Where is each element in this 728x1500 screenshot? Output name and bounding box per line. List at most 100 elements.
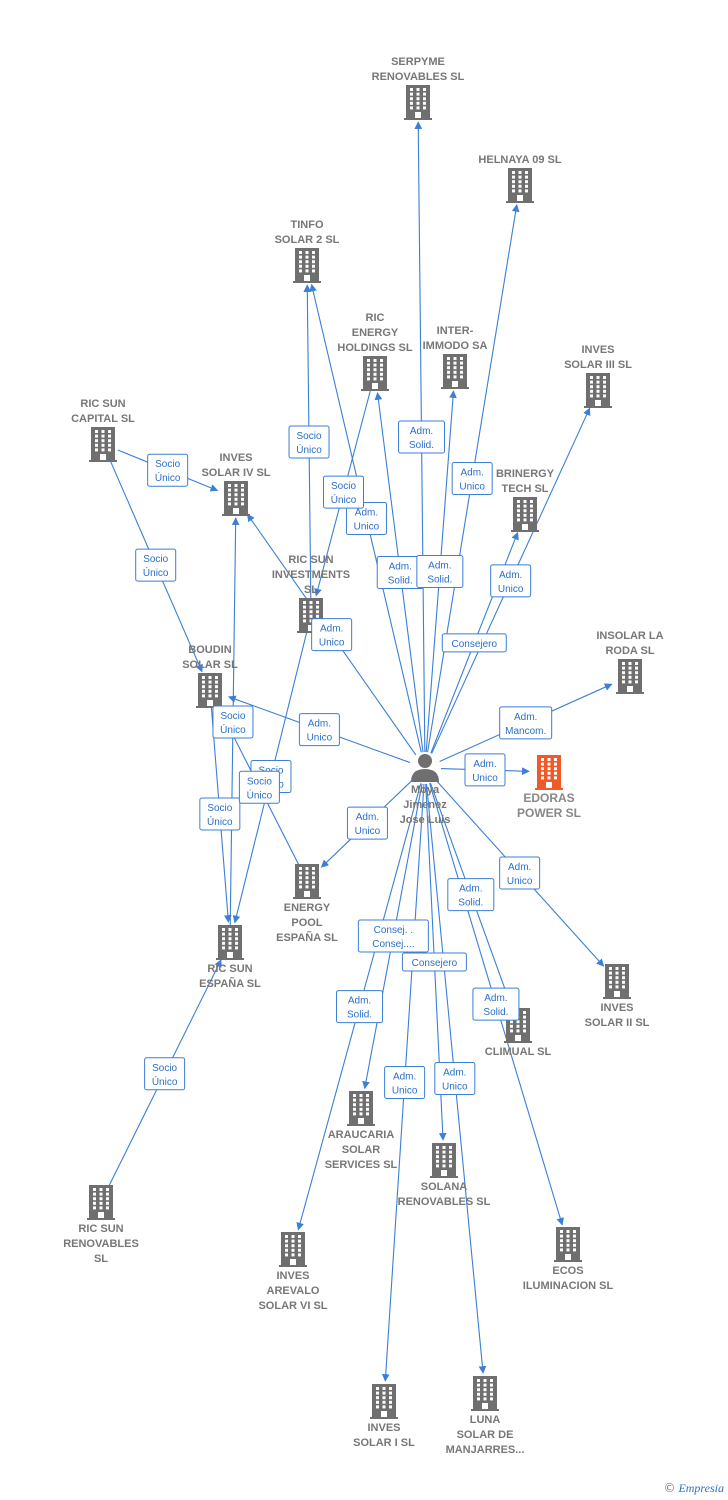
node-label-line: SERPYME — [391, 56, 445, 68]
node-label-line: POWER SL — [517, 806, 581, 820]
building-icon — [87, 1185, 115, 1220]
node-label-line: ESPAÑA SL — [276, 931, 338, 944]
node-label-line: ARAUCARIA — [328, 1129, 395, 1141]
relation-label-text: Unico — [354, 521, 380, 532]
relation-label-consejero[interactable]: Consejero — [441, 633, 507, 653]
relation-label-adm-unico[interactable]: Adm.Unico — [311, 618, 353, 652]
relation-label-adm-mancom[interactable]: Adm.Mancom. — [499, 706, 553, 740]
node-label-line: CAPITAL SL — [71, 413, 135, 425]
node-label-line: SOLAR II SL — [585, 1017, 650, 1029]
building-icon — [506, 168, 534, 203]
relation-label-adm-unico[interactable]: Adm.Unico — [384, 1066, 426, 1100]
relation-label-adm-unico[interactable]: Adm.Unico — [464, 753, 506, 787]
company-node-serpyme[interactable]: SERPYME RENOVABLES SL — [372, 56, 465, 120]
relation-label-text: Unico — [498, 584, 524, 595]
node-label-line: CLIMUAL SL — [485, 1046, 552, 1058]
building-icon — [471, 1376, 499, 1411]
relation-label-adm-solid[interactable]: Adm.Solid. — [472, 987, 520, 1021]
building-icon — [370, 1384, 398, 1419]
relation-label-text: Unico — [442, 1082, 468, 1093]
edges-layer — [107, 121, 613, 1382]
relation-label-text: Único — [152, 1075, 178, 1088]
node-label-line: INVES — [581, 344, 614, 356]
company-node-helnaya[interactable]: HELNAYA 09 SL — [478, 154, 562, 203]
copyright-footer: ©Empresia — [663, 1481, 724, 1496]
relation-label-adm-solid[interactable]: Adm.Solid. — [336, 990, 384, 1024]
relation-label-adm-unico[interactable]: Adm.Unico — [451, 461, 493, 495]
relation-label-text: Unico — [307, 733, 333, 744]
relation-label-adm-unico[interactable]: Adm.Unico — [434, 1062, 476, 1096]
node-label-line: LUNA — [470, 1414, 501, 1426]
relation-label-text: Unico — [355, 826, 381, 837]
relation-label-text: Socio — [220, 711, 245, 722]
node-label-line: AREVALO — [267, 1285, 320, 1297]
relation-label-adm-unico[interactable]: Adm.Unico — [490, 564, 532, 598]
relation-label-text: Adm. — [461, 467, 484, 478]
node-label-line: SOLAR — [342, 1144, 381, 1156]
node-label-line: RENOVABLES SL — [372, 71, 465, 83]
node-label-line: Moya — [411, 784, 440, 796]
node-label-line: HOLDINGS SL — [337, 342, 412, 354]
node-label-line: SOLAR SL — [182, 659, 238, 671]
building-icon — [430, 1143, 458, 1178]
building-icon — [279, 1232, 307, 1267]
relation-label-adm-unico[interactable]: Adm.Unico — [298, 713, 340, 747]
node-label-line: SOLAR IV SL — [201, 467, 270, 479]
relation-label-text: Adm. — [355, 507, 378, 518]
node-label-line: RIC SUN — [288, 554, 333, 566]
relation-label-adm-unico[interactable]: Adm. Unico — [345, 501, 387, 535]
relation-label-consej-consej[interactable]: Consej. .Consej.... — [357, 919, 429, 953]
relation-label-text: Adm. — [348, 996, 371, 1007]
relation-label-text: Unico — [507, 876, 533, 887]
relation-label-adm-solid[interactable]: Adm.Solid. — [398, 420, 446, 454]
brand-logo-text[interactable]: Empresia — [678, 1481, 724, 1495]
relation-label-text: Adm. — [459, 884, 482, 895]
relation-label-adm-solid[interactable]: Adm.Solid. — [416, 554, 464, 588]
relation-label-adm-solid[interactable]: Adm.Solid. — [376, 555, 424, 589]
company-node-intermmodo[interactable]: INTER-IMMODO SA — [423, 325, 488, 389]
relation-label-adm-unico[interactable]: Adm.Unico — [499, 856, 541, 890]
node-label-line: SOLAR I SL — [353, 1437, 415, 1449]
relation-label-adm-solid[interactable]: Adm.Solid. — [447, 878, 495, 912]
node-label-line: MANJARRES... — [446, 1444, 525, 1456]
relation-label-text: Socio — [297, 431, 322, 442]
relation-label-adm-unico[interactable]: Adm.Unico — [346, 806, 388, 840]
relation-label-text: Adm. — [484, 993, 507, 1004]
building-icon — [584, 373, 612, 408]
relation-label-consejero[interactable]: Consejero — [401, 952, 467, 972]
relation-label-text: Adm. — [393, 1072, 416, 1083]
building-icon — [216, 925, 244, 960]
building-icon — [554, 1227, 582, 1262]
relation-label-text: Socio — [247, 776, 272, 787]
relation-label-text: Solid. — [409, 440, 434, 451]
